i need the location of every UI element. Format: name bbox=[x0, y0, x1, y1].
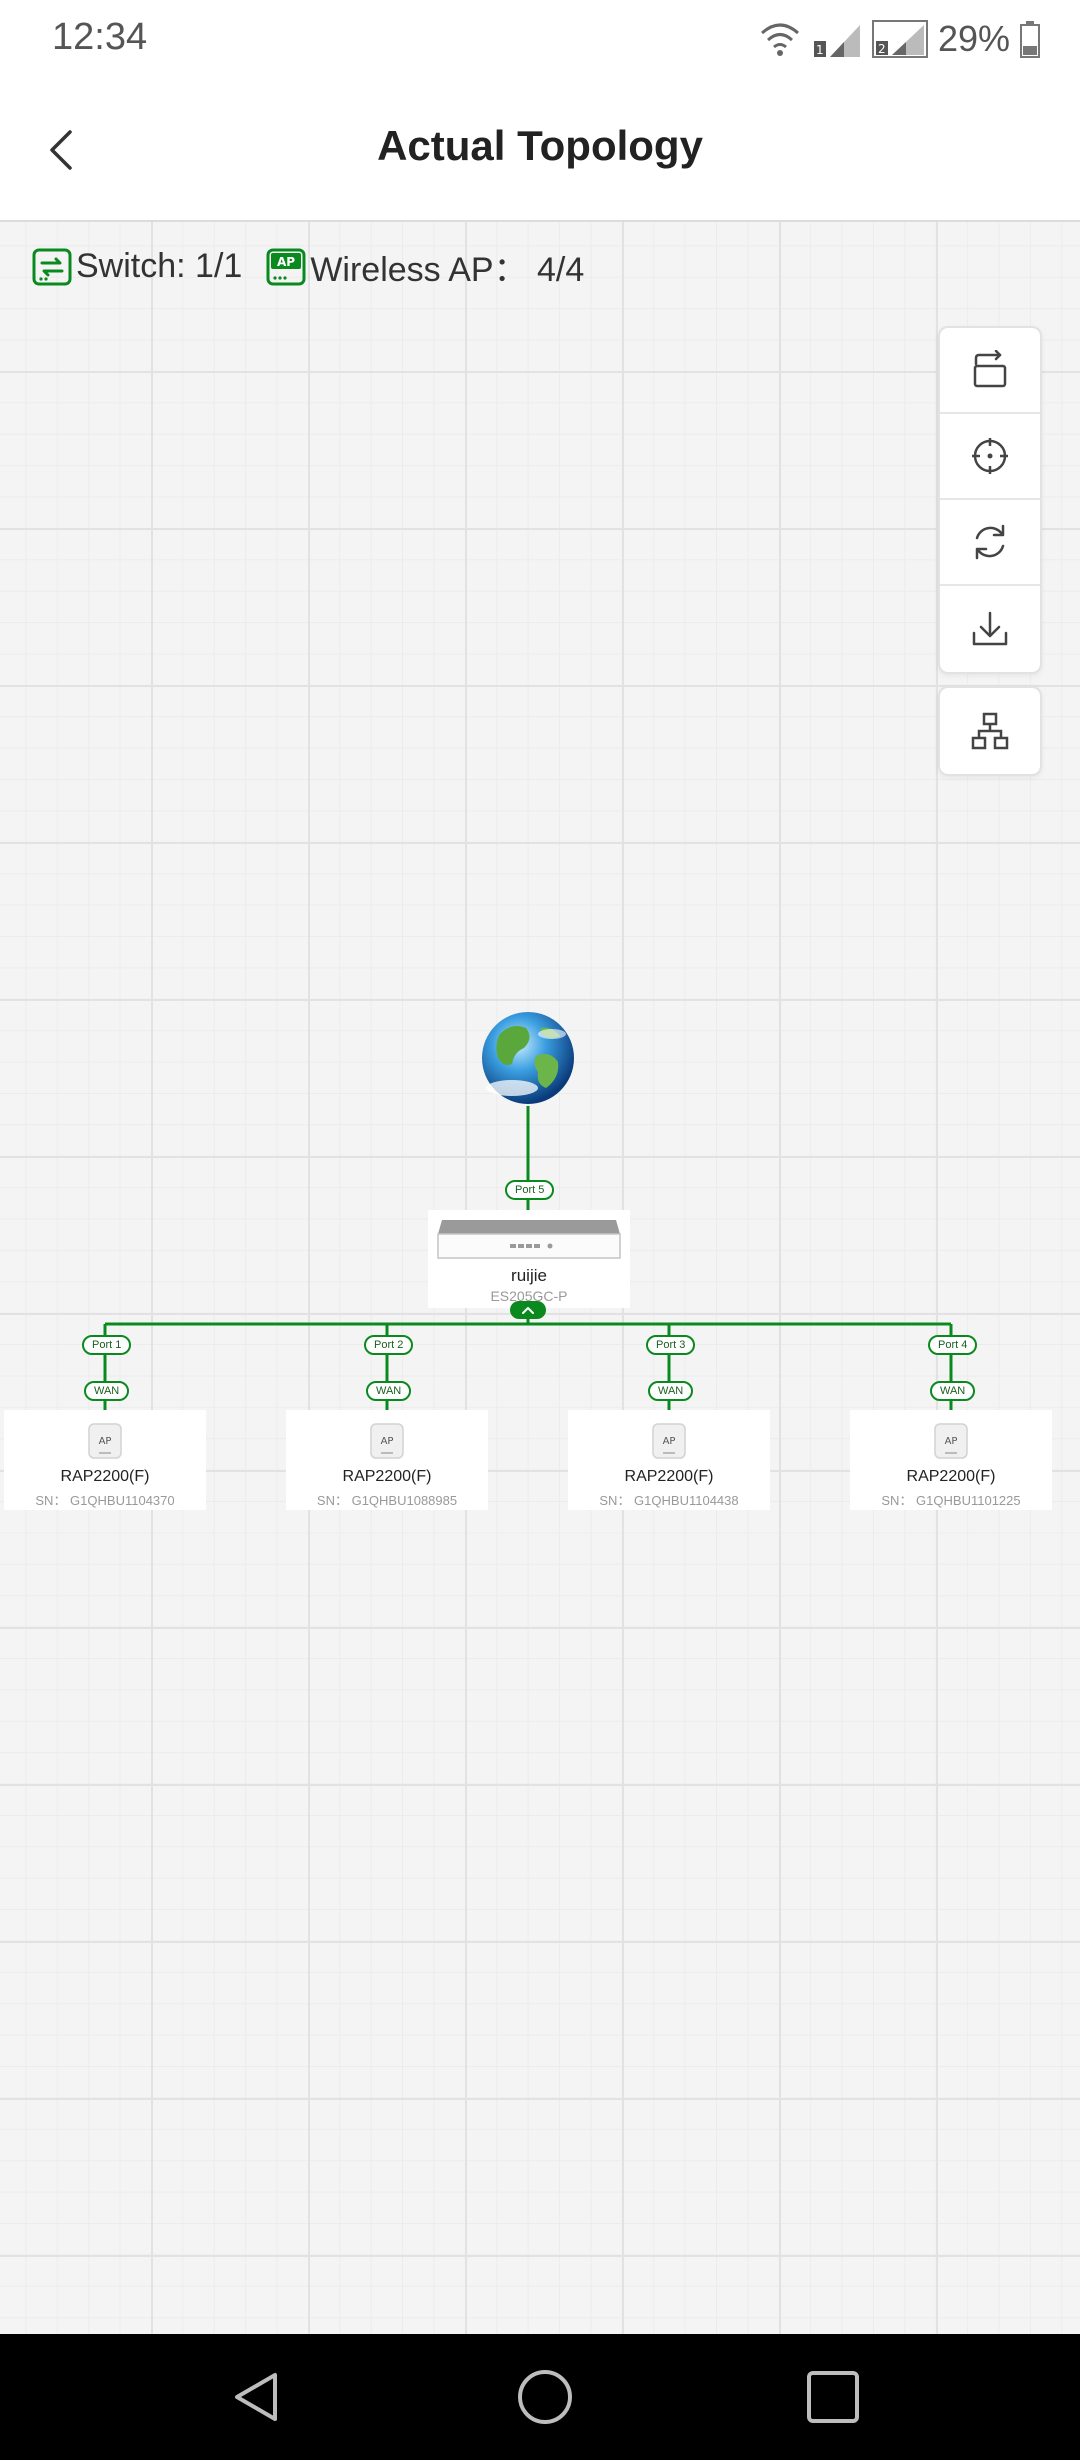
svg-text:2: 2 bbox=[878, 42, 886, 56]
ap-node[interactable]: AP RAP2200(F) SN： G1QHBU1088985 bbox=[286, 1410, 488, 1510]
ap-node[interactable]: AP RAP2200(F) SN： G1QHBU1104438 bbox=[568, 1410, 770, 1510]
access-point-device-icon: AP bbox=[652, 1423, 686, 1459]
switch-model: ES205GC-P bbox=[490, 1288, 568, 1304]
toolbar-layout bbox=[938, 686, 1042, 776]
access-point-icon: AP bbox=[266, 248, 306, 285]
ap-port-label: Port 1 bbox=[82, 1335, 132, 1355]
triangle-back-icon bbox=[235, 2373, 277, 2421]
download-icon bbox=[972, 611, 1008, 646]
ap-port-label: Port 3 bbox=[646, 1335, 696, 1355]
ap-serial: SN： G1QHBU1101225 bbox=[881, 1493, 1021, 1508]
collapse-button[interactable] bbox=[940, 328, 1040, 414]
app-header: Actual Topology bbox=[0, 78, 1080, 222]
wifi-icon bbox=[760, 23, 799, 56]
internet-globe-icon[interactable] bbox=[482, 1012, 574, 1104]
battery-icon bbox=[1020, 21, 1040, 58]
ap-name: RAP2200(F) bbox=[624, 1468, 714, 1485]
device-summary: Switch: 1/1 AP Wireless AP： 4/4 bbox=[32, 242, 608, 291]
ap-device-text: AP bbox=[99, 1436, 112, 1447]
toolbar-main bbox=[938, 326, 1042, 674]
status-time: 12:34 bbox=[52, 16, 148, 58]
switch-count: Switch: 1/1 bbox=[32, 247, 242, 286]
access-point-device-icon: AP bbox=[934, 1423, 968, 1459]
ap-device-text: AP bbox=[945, 1436, 958, 1447]
nav-recents-button[interactable] bbox=[798, 2362, 868, 2432]
topology-layout-button[interactable] bbox=[940, 688, 1040, 774]
ap-badge-text: AP bbox=[277, 255, 295, 269]
ap-wan-label: WAN bbox=[366, 1381, 412, 1401]
status-icons: 1 2 29% bbox=[758, 14, 1040, 64]
ap-wan-label: WAN bbox=[930, 1381, 976, 1401]
ap-port-label: Port 2 bbox=[364, 1335, 414, 1355]
collapse-icon bbox=[973, 350, 1007, 388]
svg-text:1: 1 bbox=[816, 43, 824, 57]
access-point-device-icon: AP bbox=[370, 1423, 404, 1459]
switch-collapse-toggle[interactable] bbox=[510, 1301, 546, 1319]
switch-count-label: Switch: 1/1 bbox=[76, 247, 243, 285]
system-nav-bar bbox=[0, 2334, 1080, 2460]
chevron-up-icon bbox=[522, 1307, 534, 1314]
switch-icon bbox=[32, 248, 72, 285]
switch-device-icon bbox=[437, 1220, 621, 1259]
chevron-left-icon bbox=[50, 130, 72, 170]
ap-wan-label: WAN bbox=[84, 1381, 130, 1401]
circle-home-icon bbox=[518, 2370, 572, 2424]
ap-serial: SN： G1QHBU1088985 bbox=[316, 1493, 458, 1508]
nav-back-button[interactable] bbox=[222, 2362, 292, 2432]
back-button[interactable] bbox=[30, 118, 94, 182]
square-recents-icon bbox=[807, 2371, 859, 2423]
ap-serial: SN： G1QHBU1104370 bbox=[35, 1493, 175, 1508]
locate-icon bbox=[972, 438, 1008, 474]
signal-sim1-icon: 1 bbox=[813, 25, 860, 57]
ap-wan-label: WAN bbox=[648, 1381, 694, 1401]
ap-device-text: AP bbox=[381, 1436, 394, 1447]
switch-uplink-port: Port 5 bbox=[505, 1180, 555, 1200]
ap-count-label: Wireless AP： 4/4 bbox=[310, 251, 585, 289]
signal-sim2-icon: 2 bbox=[871, 20, 928, 58]
download-button[interactable] bbox=[940, 586, 1040, 672]
ap-name: RAP2200(F) bbox=[60, 1468, 150, 1485]
topology-links bbox=[103, 1012, 953, 1412]
ap-node[interactable]: AP RAP2200(F) SN： G1QHBU1104370 bbox=[4, 1410, 206, 1510]
ap-serial: SN： G1QHBU1104438 bbox=[599, 1493, 739, 1508]
ap-count: AP Wireless AP： 4/4 bbox=[266, 242, 584, 291]
ap-device-text: AP bbox=[663, 1436, 676, 1447]
locate-button[interactable] bbox=[940, 414, 1040, 500]
ap-node[interactable]: AP RAP2200(F) SN： G1QHBU1101225 bbox=[850, 1410, 1052, 1510]
access-point-device-icon: AP bbox=[88, 1423, 122, 1459]
ap-port-label: Port 4 bbox=[928, 1335, 978, 1355]
page-title: Actual Topology bbox=[377, 122, 703, 169]
switch-name: ruijie bbox=[511, 1266, 547, 1285]
refresh-button[interactable] bbox=[940, 500, 1040, 586]
status-bar: 12:34 1 2 29% bbox=[0, 0, 1080, 78]
ap-name: RAP2200(F) bbox=[906, 1468, 996, 1485]
switch-node[interactable]: ruijie ES205GC-P bbox=[428, 1210, 630, 1308]
topology-canvas[interactable]: Switch: 1/1 AP Wireless AP： 4/4 bbox=[0, 222, 1080, 2334]
topology-layout-icon bbox=[971, 712, 1009, 750]
battery-percent: 29% bbox=[937, 18, 1010, 59]
nav-home-button[interactable] bbox=[510, 2362, 580, 2432]
refresh-icon bbox=[975, 524, 1005, 560]
ap-name: RAP2200(F) bbox=[342, 1468, 432, 1485]
